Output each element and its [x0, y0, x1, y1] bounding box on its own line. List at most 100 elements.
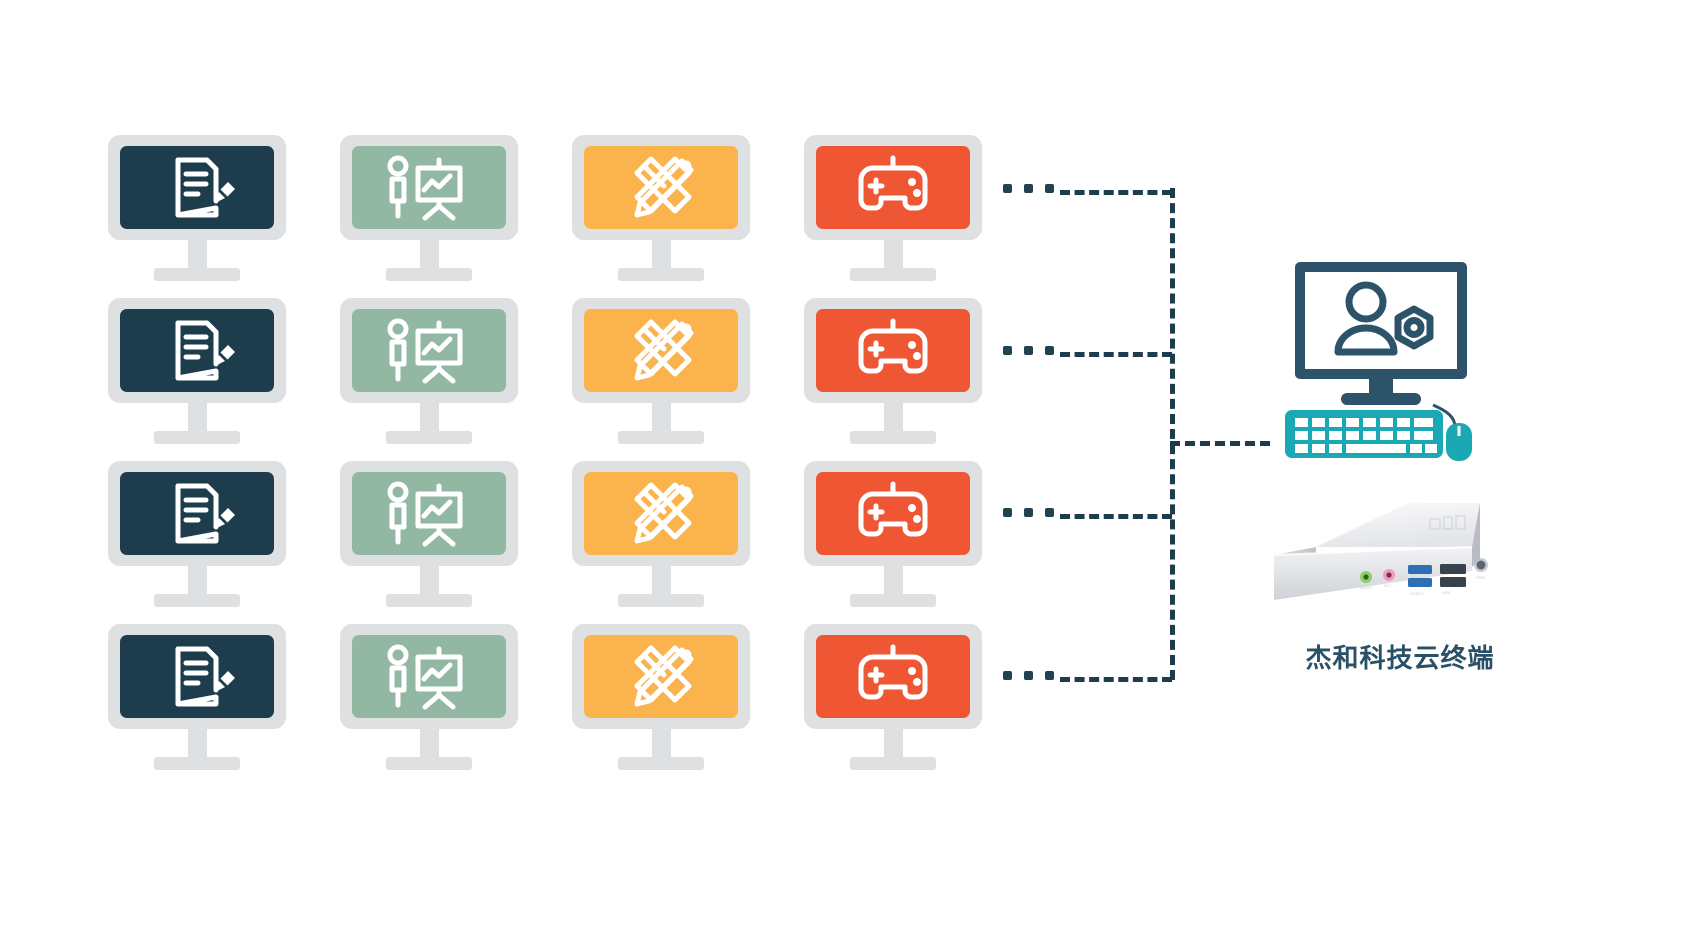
monitor-neck: [419, 240, 439, 268]
ellipsis-dot: [1024, 671, 1033, 680]
client-monitor-game-r1[interactable]: [804, 135, 982, 281]
monitor-bezel: [108, 298, 286, 403]
monitor-bezel: [340, 135, 518, 240]
client-monitor-doc-r4[interactable]: [108, 624, 286, 770]
monitor-neck: [651, 566, 671, 594]
row-ellipsis-2: [1003, 346, 1054, 355]
ellipsis-dot: [1003, 184, 1012, 193]
monitor-bezel: [804, 624, 982, 729]
client-monitor-doc-r3[interactable]: [108, 461, 286, 607]
cloud-terminal-caption: 杰和科技云终端: [1305, 644, 1495, 674]
monitor-bezel: [572, 135, 750, 240]
row-ellipsis-3: [1003, 508, 1054, 517]
monitor-neck: [651, 403, 671, 431]
client-monitor-game-r4[interactable]: [804, 624, 982, 770]
client-monitor-game-r2[interactable]: [804, 298, 982, 444]
monitor-screen: [584, 472, 738, 555]
monitor-base: [618, 431, 704, 444]
monitor-base: [618, 757, 704, 770]
monitor-neck: [883, 566, 903, 594]
monitor-screen: [352, 472, 506, 555]
monitor-screen: [816, 309, 970, 392]
monitor-base: [618, 268, 704, 281]
client-monitor-doc-r1[interactable]: [108, 135, 286, 281]
client-monitor-pres-r2[interactable]: [340, 298, 518, 444]
monitor-screen: [352, 146, 506, 229]
monitor-base: [850, 757, 936, 770]
monitor-screen: [352, 635, 506, 718]
svg-text:AUDIO: AUDIO: [1360, 585, 1373, 590]
ellipsis-dot: [1024, 508, 1033, 517]
monitor-base: [386, 268, 472, 281]
connector-branch-row-1: [1060, 190, 1172, 195]
cloud-terminal-host[interactable]: [1283, 258, 1478, 463]
client-monitor-pres-r1[interactable]: [340, 135, 518, 281]
monitor-screen: [120, 146, 274, 229]
ellipsis-dot: [1003, 346, 1012, 355]
monitor-screen: [352, 309, 506, 392]
monitor-base: [154, 594, 240, 607]
monitor-neck: [187, 403, 207, 431]
client-monitor-game-r3[interactable]: [804, 461, 982, 607]
client-monitor-pres-r4[interactable]: [340, 624, 518, 770]
monitor-base: [850, 268, 936, 281]
monitor-bezel: [572, 461, 750, 566]
monitor-neck: [883, 729, 903, 757]
monitor-bezel: [804, 461, 982, 566]
monitor-base: [154, 757, 240, 770]
monitor-bezel: [340, 298, 518, 403]
ellipsis-dot: [1045, 508, 1054, 517]
client-monitor-design-r4[interactable]: [572, 624, 750, 770]
port-audio-out: [1360, 571, 1372, 583]
monitor-bezel: [804, 298, 982, 403]
monitor-neck: [883, 403, 903, 431]
monitor-neck: [187, 729, 207, 757]
monitor-base: [154, 431, 240, 444]
ellipsis-dot: [1045, 346, 1054, 355]
ellipsis-dot: [1045, 184, 1054, 193]
monitor-neck: [187, 566, 207, 594]
monitor-neck: [651, 240, 671, 268]
client-monitor-design-r1[interactable]: [572, 135, 750, 281]
monitor-base: [386, 594, 472, 607]
ellipsis-dot: [1024, 184, 1033, 193]
client-monitor-doc-r2[interactable]: [108, 298, 286, 444]
client-monitor-pres-r3[interactable]: [340, 461, 518, 607]
monitor-screen: [816, 146, 970, 229]
monitor-neck: [187, 240, 207, 268]
ellipsis-dot: [1003, 671, 1012, 680]
connector-branch-row-4: [1060, 677, 1172, 682]
keyboard: [1285, 410, 1443, 458]
monitor-screen: [120, 309, 274, 392]
svg-text:MIC: MIC: [1384, 583, 1391, 588]
client-monitor-design-r3[interactable]: [572, 461, 750, 607]
monitor-screen: [584, 635, 738, 718]
client-monitor-design-r2[interactable]: [572, 298, 750, 444]
monitor-bezel: [340, 461, 518, 566]
connector-branch-row-3: [1060, 514, 1172, 519]
monitor-neck: [419, 729, 439, 757]
monitor-bezel: [108, 461, 286, 566]
mouse: [1446, 423, 1472, 461]
monitor-bezel: [572, 624, 750, 729]
monitor-screen: [120, 472, 274, 555]
row-ellipsis-4: [1003, 671, 1054, 680]
monitor-bezel: [108, 624, 286, 729]
monitor-neck: [419, 566, 439, 594]
ellipsis-dot: [1045, 671, 1054, 680]
port-mic-in: [1383, 569, 1395, 581]
ellipsis-dot: [1024, 346, 1033, 355]
monitor-base: [850, 594, 936, 607]
row-ellipsis-1: [1003, 184, 1054, 193]
usb-ports: [1408, 564, 1466, 587]
monitor-bezel: [340, 624, 518, 729]
monitor-base: [386, 757, 472, 770]
svg-text:PWR: PWR: [1476, 575, 1485, 580]
monitor-bezel: [804, 135, 982, 240]
monitor-screen: [584, 146, 738, 229]
monitor-base: [850, 431, 936, 444]
monitor-base: [386, 431, 472, 444]
monitor-screen: [584, 309, 738, 392]
